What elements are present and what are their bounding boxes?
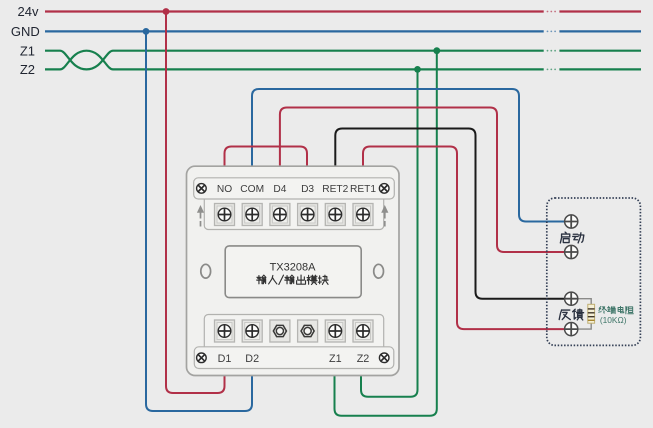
- svg-text:TX3208A: TX3208A: [270, 261, 317, 273]
- svg-text:D3: D3: [301, 184, 314, 195]
- svg-text:NO: NO: [217, 184, 232, 195]
- svg-text:RET1: RET1: [350, 184, 376, 195]
- svg-text:COM: COM: [240, 184, 264, 195]
- svg-text:(10KΩ): (10KΩ): [600, 315, 627, 325]
- svg-text:D4: D4: [273, 184, 286, 195]
- svg-text:24v: 24v: [18, 4, 39, 19]
- svg-text:Z2: Z2: [357, 353, 370, 365]
- svg-text:Z2: Z2: [20, 62, 35, 77]
- svg-text:D2: D2: [245, 353, 259, 365]
- svg-text:GND: GND: [11, 24, 40, 39]
- svg-text:RET2: RET2: [322, 184, 348, 195]
- svg-text:D1: D1: [218, 353, 232, 365]
- svg-text:Z1: Z1: [329, 353, 342, 365]
- svg-text:Z1: Z1: [20, 43, 35, 58]
